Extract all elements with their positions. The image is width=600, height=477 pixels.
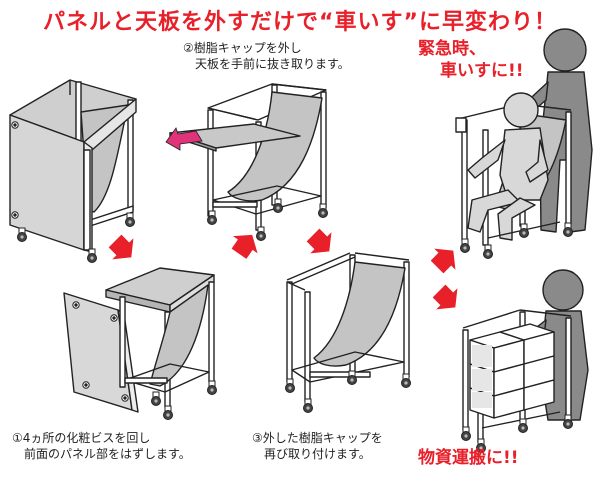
- step3-caption-line2: 再び取り付けます。: [264, 447, 371, 461]
- step2-caption-line1: ②樹脂キャップを外し: [183, 41, 302, 55]
- emergency-callout-line2: 車いすに!!: [440, 61, 524, 81]
- transport-callout: 物資運搬に!!: [418, 448, 519, 468]
- cart-with-panel: [9, 79, 137, 253]
- cart-chair-frame: [286, 252, 410, 403]
- emergency-callout: 緊急時、 車いすに!!: [418, 38, 524, 82]
- pull-arrow: [165, 127, 203, 151]
- step3-caption: ③外した樹脂キャップを 再び取り付けます。: [252, 430, 383, 462]
- step2-caption: ②樹脂キャップを外し 天板を手前に抜き取ります。: [183, 40, 350, 72]
- arrow-to-wheelchair: [426, 240, 464, 278]
- cart-top-removal: [169, 83, 327, 231]
- emergency-callout-line1: 緊急時、: [418, 39, 486, 59]
- page-title: パネルと天板を外すだけで“車いす”に早変わり！: [43, 10, 557, 35]
- step1-caption-line1: ①4ヵ所の化粧ビスを回し: [12, 431, 151, 445]
- arrow-step1-to-step1b: [104, 230, 142, 268]
- step1-caption: ①4ヵ所の化粧ビスを回し 前面のパネル部をはずします。: [12, 430, 191, 462]
- panel-detached: [63, 292, 139, 413]
- step3-caption-line1: ③外した樹脂キャップを: [252, 431, 383, 445]
- wheelchair-scene: [455, 28, 593, 246]
- step1-caption-line2: 前面のパネル部をはずします。: [24, 447, 191, 461]
- arrow-step2-to-step3: [302, 224, 340, 262]
- arrow-to-transport: [428, 280, 466, 318]
- step2-caption-line2: 天板を手前に抜き取ります。: [195, 57, 350, 71]
- transport-scene: [462, 269, 589, 443]
- cart-panel-removed: [105, 267, 215, 408]
